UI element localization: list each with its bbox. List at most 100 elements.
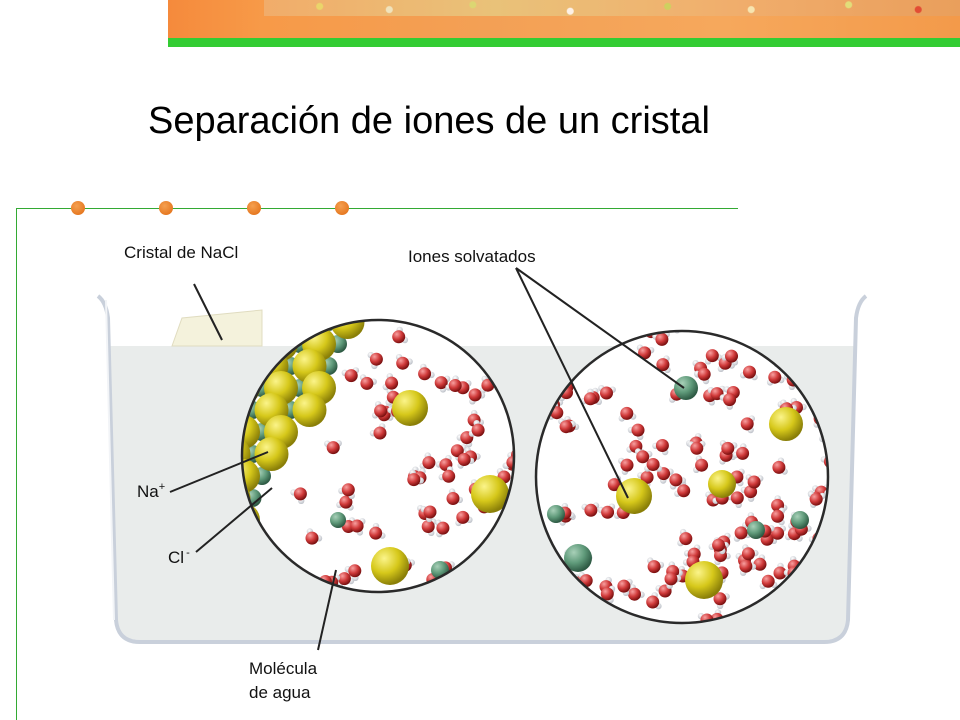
leader-cl	[195, 487, 273, 553]
oxygen-atom	[446, 492, 460, 505]
sodium-ion	[547, 505, 565, 523]
oxygen-atom	[617, 579, 631, 593]
oxygen-atom	[481, 331, 495, 344]
header-green-bar	[168, 38, 960, 47]
oxygen-atom	[771, 526, 785, 540]
oxygen-atom	[655, 332, 669, 346]
oxygen-atom	[640, 470, 654, 484]
oxygen-atom	[570, 334, 584, 348]
oxygen-atom	[293, 487, 307, 501]
oxygen-atom	[771, 509, 785, 523]
hydrogen-atom	[836, 337, 842, 343]
hydrogen-atom	[812, 331, 819, 334]
bullet-dot-3	[247, 201, 261, 215]
bullet-dot-2	[159, 201, 173, 215]
chloride-ion	[302, 283, 336, 317]
oxygen-atom	[360, 376, 374, 390]
sodium-ion	[564, 544, 592, 572]
oxygen-atom	[326, 441, 340, 455]
oxygen-atom	[456, 510, 470, 524]
bullet-dot-1	[71, 201, 85, 215]
chloride-ion	[371, 547, 409, 585]
leader-water	[317, 569, 337, 651]
oxygen-atom	[457, 453, 471, 466]
oxygen-atom	[350, 519, 364, 533]
oxygen-atom	[695, 458, 709, 472]
hydrogen-atom	[801, 331, 808, 332]
oxygen-atom	[705, 349, 719, 363]
oxygen-atom	[407, 473, 421, 487]
hydrogen-atom	[646, 322, 652, 328]
oxygen-atom	[677, 484, 691, 498]
oxygen-atom	[664, 572, 678, 586]
oxygen-atom	[583, 392, 597, 406]
oxygen-atom	[471, 423, 485, 437]
oxygen-atom	[559, 420, 573, 434]
sodium-ion	[747, 521, 765, 539]
oxygen-atom	[344, 369, 358, 383]
chloride-ion	[708, 470, 736, 498]
beaker-wall-inner	[105, 299, 115, 621]
oxygen-atom	[739, 559, 753, 573]
oxygen-atom	[373, 426, 387, 440]
hydrogen-atom	[567, 339, 574, 346]
oxygen-atom	[631, 423, 645, 437]
header-band	[168, 0, 960, 48]
oxygen-atom	[522, 330, 535, 343]
oxygen-atom	[713, 592, 727, 606]
sodium-ion	[329, 291, 347, 309]
oxygen-atom	[369, 352, 383, 366]
sodium-ion	[674, 376, 698, 400]
chloride-ion	[685, 561, 723, 599]
oxygen-atom	[468, 388, 482, 402]
oxygen-atom	[655, 439, 669, 452]
oxygen-atom	[679, 532, 693, 546]
label-cl: Cl-	[168, 547, 190, 567]
oxygen-atom	[396, 356, 410, 370]
bullet-dot-4	[335, 201, 349, 215]
hydrogen-atom	[580, 331, 587, 332]
sodium-ion	[291, 291, 309, 309]
hydrogen-atom	[519, 337, 525, 343]
oxygen-atom	[646, 595, 660, 609]
chloride-ion	[340, 283, 374, 317]
oxygen-atom	[721, 441, 735, 455]
oxygen-atom	[620, 406, 634, 420]
chloride-ion	[254, 437, 289, 471]
oxygen-atom	[337, 572, 351, 586]
sodium-ion	[253, 291, 271, 309]
oxygen-atom	[761, 574, 775, 588]
oxygen-atom	[305, 531, 319, 545]
oxygen-atom	[747, 475, 761, 489]
oxygen-atom	[768, 370, 782, 384]
hydrogen-atom	[580, 332, 587, 339]
oxygen-atom	[434, 376, 448, 390]
oxygen-atom	[422, 456, 436, 470]
oxygen-atom	[647, 560, 661, 574]
hydrogen-atom	[772, 333, 780, 340]
oxygen-atom	[628, 587, 641, 601]
oxygen-atom	[418, 367, 432, 381]
frame-left-line	[16, 208, 17, 720]
oxygen-atom	[804, 331, 818, 332]
oxygen-atom	[620, 458, 634, 472]
label-na: Na+	[137, 481, 165, 501]
leader-solvated-1	[515, 267, 629, 499]
oxygen-atom	[772, 460, 786, 474]
hydrogen-atom	[508, 327, 514, 335]
slide-title: Separación de iones de un cristal	[148, 100, 710, 142]
label-solvated-ions: Iones solvatados	[408, 247, 536, 266]
oxygen-atom	[423, 505, 437, 519]
oxygen-atom	[348, 564, 362, 578]
oxygen-atom	[826, 331, 828, 343]
oxygen-atom	[740, 417, 754, 431]
oxygen-atom	[385, 376, 399, 390]
label-water-line2: de agua	[249, 683, 311, 702]
chloride-ion	[616, 478, 652, 514]
header-texture-strip	[264, 0, 960, 16]
hydrogen-atom	[586, 336, 594, 344]
oxygen-atom	[601, 505, 615, 519]
chloride-ion	[769, 407, 803, 441]
oxygen-atom	[723, 393, 737, 407]
oxygen-atom	[369, 526, 383, 540]
